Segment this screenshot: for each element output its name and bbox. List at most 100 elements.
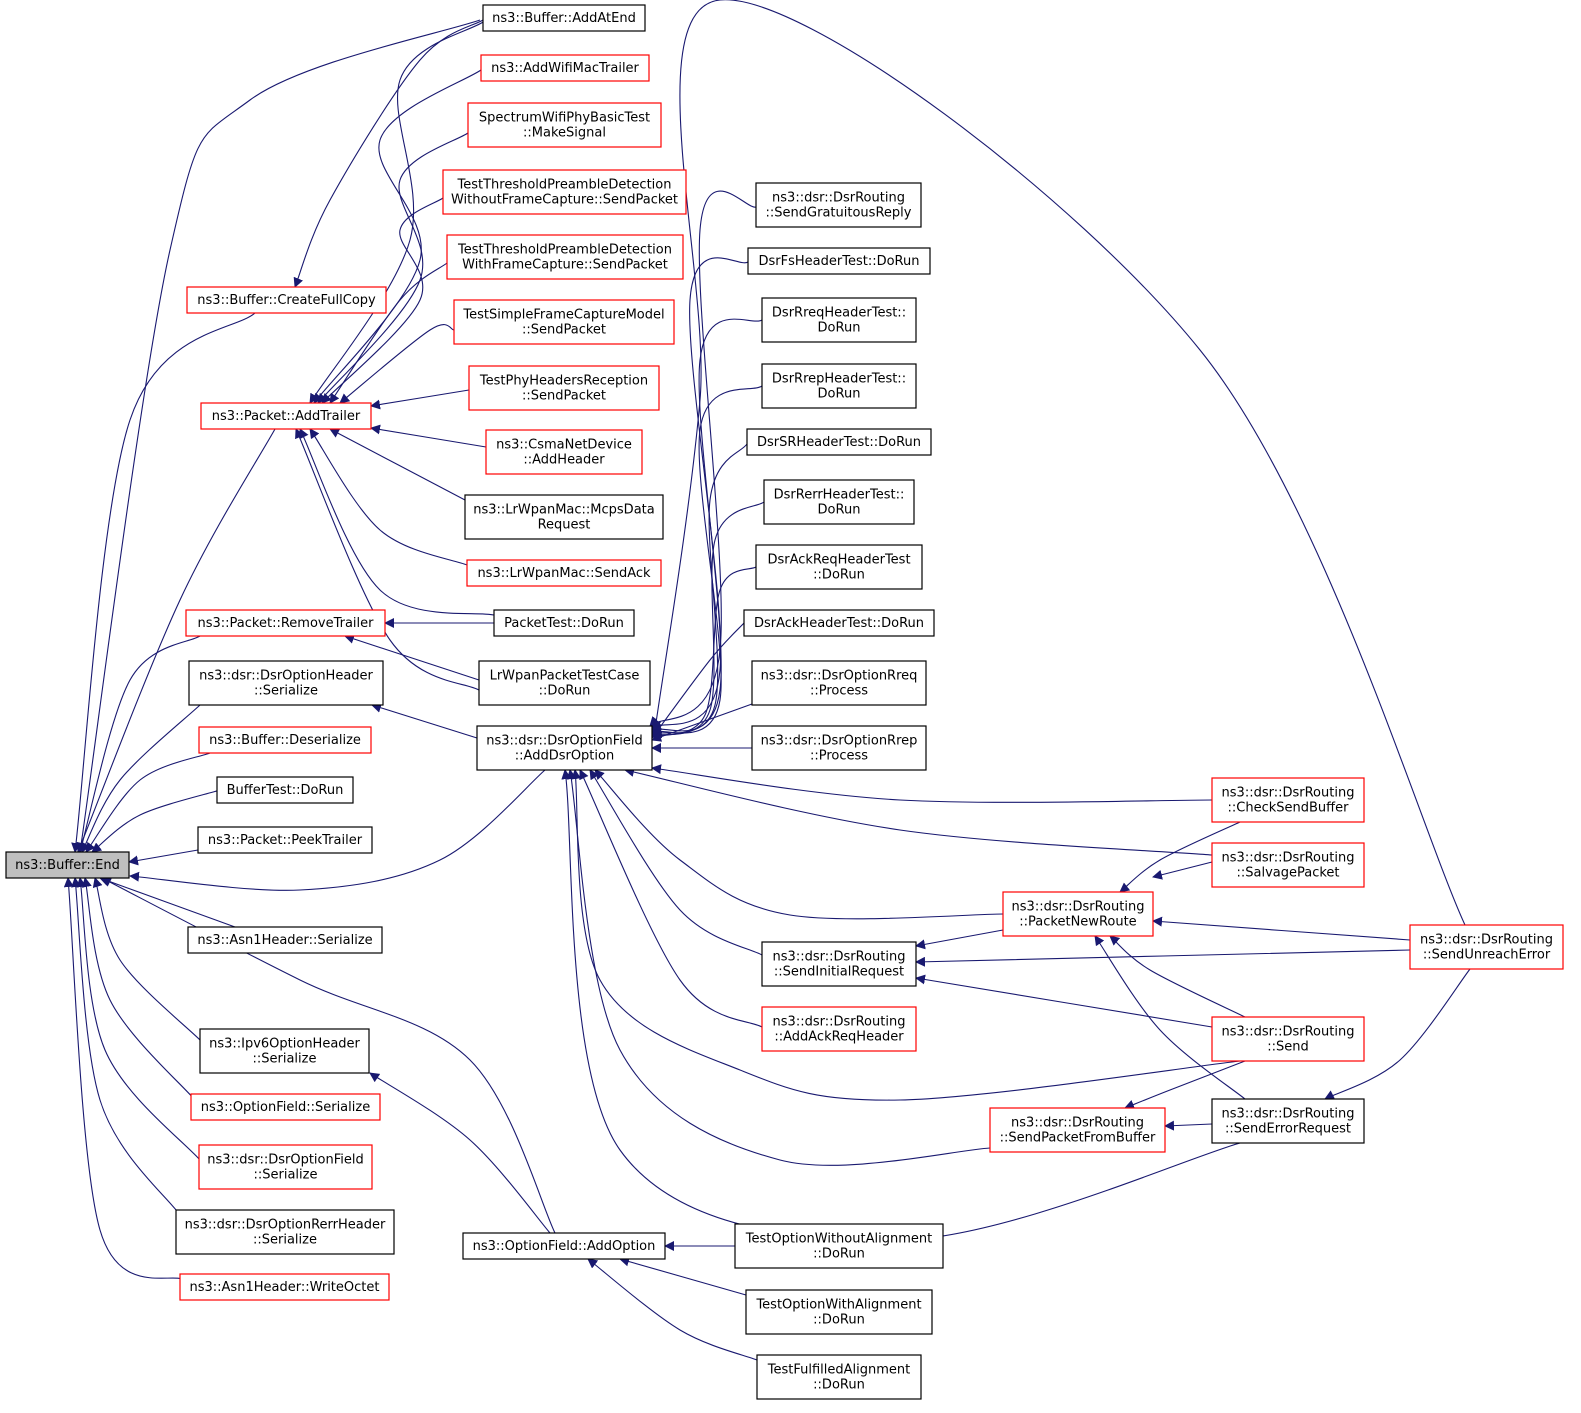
node-label: ::AddHeader <box>523 453 605 468</box>
node-label: Request <box>538 518 591 533</box>
node-label: ::SendErrorRequest <box>1225 1122 1351 1137</box>
node-lrwpanpackettestcase[interactable]: LrWpanPacketTestCase::DoRun <box>478 660 651 706</box>
node-csma-addheader[interactable]: ns3::CsmaNetDevice::AddHeader <box>485 429 643 475</box>
node-box <box>761 941 917 987</box>
node-label: ns3::Buffer::Deserialize <box>209 733 361 748</box>
node-buffer-createfullcopy[interactable]: ns3::Buffer::CreateFullCopy <box>186 286 387 314</box>
node-box <box>751 660 927 706</box>
node-label: TestOptionWithoutAlignment <box>745 1232 932 1247</box>
node-buffertest-dorun[interactable]: BufferTest::DoRun <box>216 776 354 804</box>
node-dsroptionrrep-process[interactable]: ns3::dsr::DsrOptionRrep::Process <box>751 725 927 771</box>
node-dsrrouting-salvagepacket[interactable]: ns3::dsr::DsrRouting::SalvagePacket <box>1211 842 1365 888</box>
node-box <box>755 182 922 228</box>
edge-dsrrouting-send-to-dsrrouting-sendpacketfrombuffer <box>1124 1060 1246 1110</box>
node-box <box>462 1232 666 1260</box>
node-optionfield-addoption[interactable]: ns3::OptionField::AddOption <box>462 1232 666 1260</box>
node-lrwpan-sendack[interactable]: ns3::LrWpanMac::SendAck <box>466 559 662 587</box>
node-dsrrouting-senderrorrequest[interactable]: ns3::dsr::DsrRouting::SendErrorRequest <box>1211 1098 1365 1144</box>
node-label: ns3::Buffer::CreateFullCopy <box>197 293 376 308</box>
node-dsrfsheadertest[interactable]: DsrFsHeaderTest::DoRun <box>747 247 931 275</box>
node-label: ::MakeSignal <box>523 126 606 141</box>
node-asn1-writeoctet[interactable]: ns3::Asn1Header::WriteOctet <box>179 1273 390 1301</box>
node-tsfcm-sendpacket[interactable]: TestSimpleFrameCaptureModel::SendPacket <box>453 299 675 345</box>
node-dsroptionheader-serialize[interactable]: ns3::dsr::DsrOptionHeader::Serialize <box>188 660 384 706</box>
node-buffer-addatend[interactable]: ns3::Buffer::AddAtEnd <box>482 4 646 32</box>
node-dsrrerrheadertest[interactable]: DsrRerrHeaderTest::DoRun <box>763 479 915 525</box>
edge-packet-peektrailer-to-buffer-end <box>128 849 199 866</box>
edge-dsrrouting-send-to-dsrrouting-packetnewroute <box>1109 935 1246 1018</box>
node-packet-addtrailer[interactable]: ns3::Packet::AddTrailer <box>200 402 372 430</box>
node-label: SpectrumWifiPhyBasicTest <box>479 111 650 126</box>
node-asn1-serialize[interactable]: ns3::Asn1Header::Serialize <box>187 926 383 954</box>
node-testoptionwithoutalignment[interactable]: TestOptionWithoutAlignment::DoRun <box>734 1223 944 1269</box>
node-tpd-with[interactable]: TestThresholdPreambleDetectionWithFrameC… <box>446 234 684 280</box>
node-ipv6optionheader-serialize[interactable]: ns3::Ipv6OptionHeader::Serialize <box>199 1028 370 1074</box>
node-dsrsrheadertest[interactable]: DsrSRHeaderTest::DoRun <box>746 428 932 456</box>
node-box <box>175 1209 395 1255</box>
edge-dsrfsheadertest-to-dsroptionfield-adddsroption <box>651 257 749 729</box>
edge-optionfield-serialize-to-buffer-end <box>81 877 196 1101</box>
edge-buffer-addatend-to-packet-addtrailer <box>309 21 484 404</box>
node-label: ns3::Asn1Header::Serialize <box>197 933 372 948</box>
node-box <box>751 725 927 771</box>
node-buffer-deserialize[interactable]: ns3::Buffer::Deserialize <box>198 726 372 754</box>
node-optionfield-serialize[interactable]: ns3::OptionField::Serialize <box>190 1093 381 1121</box>
node-label: ns3::dsr::DsrRouting <box>773 1015 906 1030</box>
node-box <box>1211 1098 1365 1144</box>
node-box <box>755 544 923 590</box>
node-box <box>453 299 675 345</box>
node-dsrrrepheadertest[interactable]: DsrRrepHeaderTest::DoRun <box>761 363 917 409</box>
node-testfulfilledalignment[interactable]: TestFulfilledAlignment::DoRun <box>756 1354 922 1400</box>
node-dsrrouting-sendunreacherror[interactable]: ns3::dsr::DsrRouting::SendUnreachError <box>1409 924 1564 970</box>
node-dsrrouting-sendgratuitousreply[interactable]: ns3::dsr::DsrRouting::SendGratuitousRepl… <box>755 182 922 228</box>
node-dsroptionrreq-process[interactable]: ns3::dsr::DsrOptionRreq::Process <box>751 660 927 706</box>
node-dsroptionrerrheader-serialize[interactable]: ns3::dsr::DsrOptionRerrHeader::Serialize <box>175 1209 395 1255</box>
node-label: DsrRrepHeaderTest:: <box>772 372 906 387</box>
node-label: TestOptionWithAlignment <box>755 1298 921 1313</box>
node-label: ::Serialize <box>254 1168 318 1183</box>
edge-dsrrouting-send-to-dsrrouting-sendinitialrequest <box>915 974 1213 1028</box>
node-dsrrouting-packetnewroute[interactable]: ns3::dsr::DsrRouting::PacketNewRoute <box>1002 891 1154 937</box>
edge-dsrrouting-sendunreacherror-to-dsrrouting-senderrorrequest <box>1324 968 1471 1100</box>
node-dsrrouting-send[interactable]: ns3::dsr::DsrRouting::Send <box>1211 1016 1365 1062</box>
node-dsroptionfield-adddsroption[interactable]: ns3::dsr::DsrOptionField::AddDsrOption <box>476 725 653 771</box>
node-dsrrouting-sendpacketfrombuffer[interactable]: ns3::dsr::DsrRouting::SendPacketFromBuff… <box>989 1107 1166 1153</box>
node-dsrrouting-addackreqheader[interactable]: ns3::dsr::DsrRouting::AddAckReqHeader <box>761 1006 917 1052</box>
node-box <box>747 247 931 275</box>
node-box <box>442 169 687 215</box>
node-box <box>464 494 664 540</box>
node-box <box>482 4 646 32</box>
node-tpd-without[interactable]: TestThresholdPreambleDetectionWithoutFra… <box>442 169 687 215</box>
node-label: ::DoRun <box>813 568 865 583</box>
node-testoptionwithalignment[interactable]: TestOptionWithAlignment::DoRun <box>745 1289 933 1335</box>
node-label: ::DoRun <box>813 1247 865 1262</box>
node-packettest-dorun[interactable]: PacketTest::DoRun <box>493 609 635 637</box>
node-dsrackheadertest[interactable]: DsrAckHeaderTest::DoRun <box>743 609 935 637</box>
edge-dsrrouting-send-to-dsroptionfield-adddsroption <box>571 769 1241 1101</box>
node-dsrrouting-sendinitialrequest[interactable]: ns3::dsr::DsrRouting::SendInitialRequest <box>761 941 917 987</box>
node-tphr-sendpacket[interactable]: TestPhyHeadersReception::SendPacket <box>468 365 660 411</box>
node-packet-removetrailer[interactable]: ns3::Packet::RemoveTrailer <box>185 609 386 637</box>
edge-spectrum-makesignal-to-packet-addtrailer <box>317 132 469 404</box>
node-dsrackreqheadertest[interactable]: DsrAckReqHeaderTest::DoRun <box>755 544 923 590</box>
node-label: ::CheckSendBuffer <box>1228 801 1350 816</box>
node-dsroptionfield-serialize[interactable]: ns3::dsr::DsrOptionField::Serialize <box>198 1144 373 1190</box>
node-dsrrouting-checksendbuffer[interactable]: ns3::dsr::DsrRouting::CheckSendBuffer <box>1211 777 1365 823</box>
node-label: BufferTest::DoRun <box>227 783 344 798</box>
node-box <box>179 1273 390 1301</box>
edge-lrwpan-mcps-to-packet-addtrailer <box>329 428 466 501</box>
node-packet-peektrailer[interactable]: ns3::Packet::PeekTrailer <box>197 826 373 854</box>
node-label: DsrSRHeaderTest::DoRun <box>757 435 921 450</box>
node-addwifimactrailer[interactable]: ns3::AddWifiMacTrailer <box>480 54 650 82</box>
node-box <box>761 297 917 343</box>
node-spectrum-makesignal[interactable]: SpectrumWifiPhyBasicTest::MakeSignal <box>467 102 662 148</box>
edge-dsrrouting-salvagepacket-to-dsroptionfield-adddsroption <box>624 767 1213 856</box>
node-label: ns3::dsr::DsrRouting <box>1420 933 1553 948</box>
node-dsrrreqheadertest[interactable]: DsrRreqHeaderTest::DoRun <box>761 297 917 343</box>
node-buffer-end[interactable]: ns3::Buffer::End <box>5 851 130 879</box>
node-label: ns3::Packet::RemoveTrailer <box>198 616 375 631</box>
node-box <box>186 286 387 314</box>
node-box <box>197 826 373 854</box>
node-box <box>493 609 635 637</box>
